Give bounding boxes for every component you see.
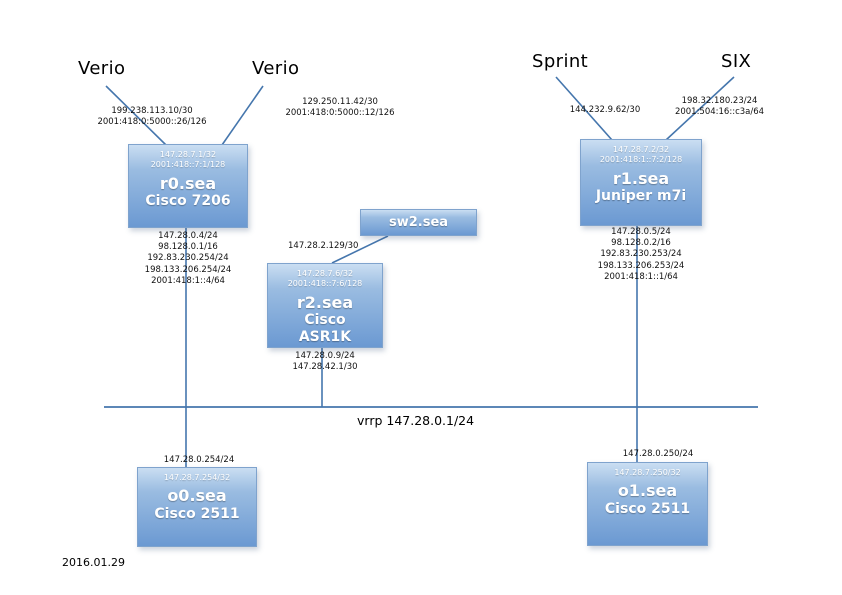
ip-line: 98.128.0.2/16 xyxy=(611,238,671,249)
loopback-ipv4: 147.28.7.6/32 xyxy=(296,269,354,278)
ip-line: 144.232.9.62/30 xyxy=(569,105,641,115)
ip-line: 147.28.0.4/24 xyxy=(158,231,218,241)
node-r0: 147.28.7.1/32 2001:418::7:1/128 r0.sea C… xyxy=(128,144,248,228)
node-model: Cisco 7206 xyxy=(145,192,231,209)
loopback-ipv4: 147.28.7.250/32 xyxy=(614,468,681,477)
ip-line: 198.133.206.253/24 xyxy=(597,260,685,271)
ip-line: 199.238.113.10/30 xyxy=(111,106,193,116)
loopback-ipv6: 2001:418::7:6/128 xyxy=(287,279,363,289)
node-sw2: sw2.sea xyxy=(360,209,477,236)
node-model-line-2: ASR1K xyxy=(298,328,352,345)
link-sw2-r2 xyxy=(331,235,389,264)
vrrp-bus-label: vrrp 147.28.0.1/24 xyxy=(357,413,475,428)
uplink-addresses-verio-2: 129.250.11.42/30 2001:418:0:5000::12/126 xyxy=(270,97,410,119)
node-model: Cisco 2511 xyxy=(604,500,691,517)
loopback-ipv4: 147.28.7.254/32 xyxy=(163,473,231,482)
ip-line: 147.28.0.254/24 xyxy=(163,455,235,465)
lan-addresses-r2: 147.28.0.9/24 147.28.42.1/30 xyxy=(263,351,387,373)
node-name: r0.sea xyxy=(159,173,217,193)
node-r2: 147.28.7.6/32 2001:418::7:6/128 r2.sea C… xyxy=(267,263,383,348)
loopback-ipv4: 147.28.7.2/32 xyxy=(612,145,670,154)
ip-line: 2001:418:1::4/64 xyxy=(151,275,225,286)
ip-line: 192.83.230.254/24 xyxy=(147,253,229,264)
ip-line: 98.128.0.1/16 xyxy=(158,242,218,253)
link-six-r1 xyxy=(665,76,735,141)
lan-address-o0: 147.28.0.254/24 xyxy=(139,455,259,466)
loopback-ipv4: 147.28.7.1/32 xyxy=(159,150,217,159)
link-verio2-r0 xyxy=(221,85,264,146)
ip-line: 2001:418:0:5000::26/126 xyxy=(97,117,207,128)
ip-line: 2001:504:16::c3a/64 xyxy=(674,107,765,118)
link-address-sw2-r2: 147.28.2.129/30 xyxy=(288,241,398,252)
ip-line: 147.28.2.129/30 xyxy=(288,241,359,251)
node-o0: 147.28.7.254/32 o0.sea Cisco 2511 xyxy=(137,467,257,547)
uplink-addresses-verio-1: 199.238.113.10/30 2001:418:0:5000::26/12… xyxy=(82,106,222,128)
node-name: o1.sea xyxy=(617,481,678,501)
node-name: r2.sea xyxy=(296,292,354,312)
external-network-six: SIX xyxy=(721,51,752,72)
lan-addresses-r1: 147.28.0.5/24 98.128.0.2/16 192.83.230.2… xyxy=(576,227,706,283)
lan-address-o1: 147.28.0.250/24 xyxy=(598,449,718,460)
uplink-addresses-sprint: 144.232.9.62/30 xyxy=(550,105,660,116)
ip-line: 147.28.0.250/24 xyxy=(622,449,694,459)
external-network-verio-1: Verio xyxy=(78,58,126,79)
ip-line: 198.32.180.23/24 xyxy=(681,96,758,106)
diagram-date: 2016.01.29 xyxy=(62,556,125,569)
ip-line: 129.250.11.42/30 xyxy=(302,97,378,107)
ip-line: 147.28.42.1/30 xyxy=(292,362,358,373)
uplink-addresses-six: 198.32.180.23/24 2001:504:16::c3a/64 xyxy=(652,96,787,118)
node-r1: 147.28.7.2/32 2001:418:1::7:2/128 r1.sea… xyxy=(580,139,702,226)
ip-line: 147.28.0.9/24 xyxy=(295,351,355,361)
link-verio1-r0 xyxy=(105,85,167,146)
ip-line: 2001:418:0:5000::12/126 xyxy=(285,108,395,119)
external-network-sprint: Sprint xyxy=(532,51,589,72)
ip-line: 198.133.206.254/24 xyxy=(144,264,232,275)
node-name: r1.sea xyxy=(612,168,670,188)
external-network-verio-2: Verio xyxy=(252,58,300,79)
ip-line: 192.83.230.253/24 xyxy=(600,249,682,260)
node-name: o0.sea xyxy=(167,486,227,506)
node-model-line-1: Cisco xyxy=(304,311,346,328)
node-name: sw2.sea xyxy=(388,214,449,230)
node-model: Juniper m7i xyxy=(595,187,687,204)
lan-addresses-r0: 147.28.0.4/24 98.128.0.1/16 192.83.230.2… xyxy=(128,231,248,287)
ip-line: 147.28.0.5/24 xyxy=(611,227,671,237)
link-sprint-r1 xyxy=(555,76,613,141)
node-o1: 147.28.7.250/32 o1.sea Cisco 2511 xyxy=(587,462,708,546)
node-model: Cisco 2511 xyxy=(154,505,240,522)
loopback-ipv6: 2001:418::7:1/128 xyxy=(150,160,226,170)
ip-line: 2001:418:1::1/64 xyxy=(604,271,678,282)
loopback-ipv6: 2001:418:1::7:2/128 xyxy=(599,155,683,165)
